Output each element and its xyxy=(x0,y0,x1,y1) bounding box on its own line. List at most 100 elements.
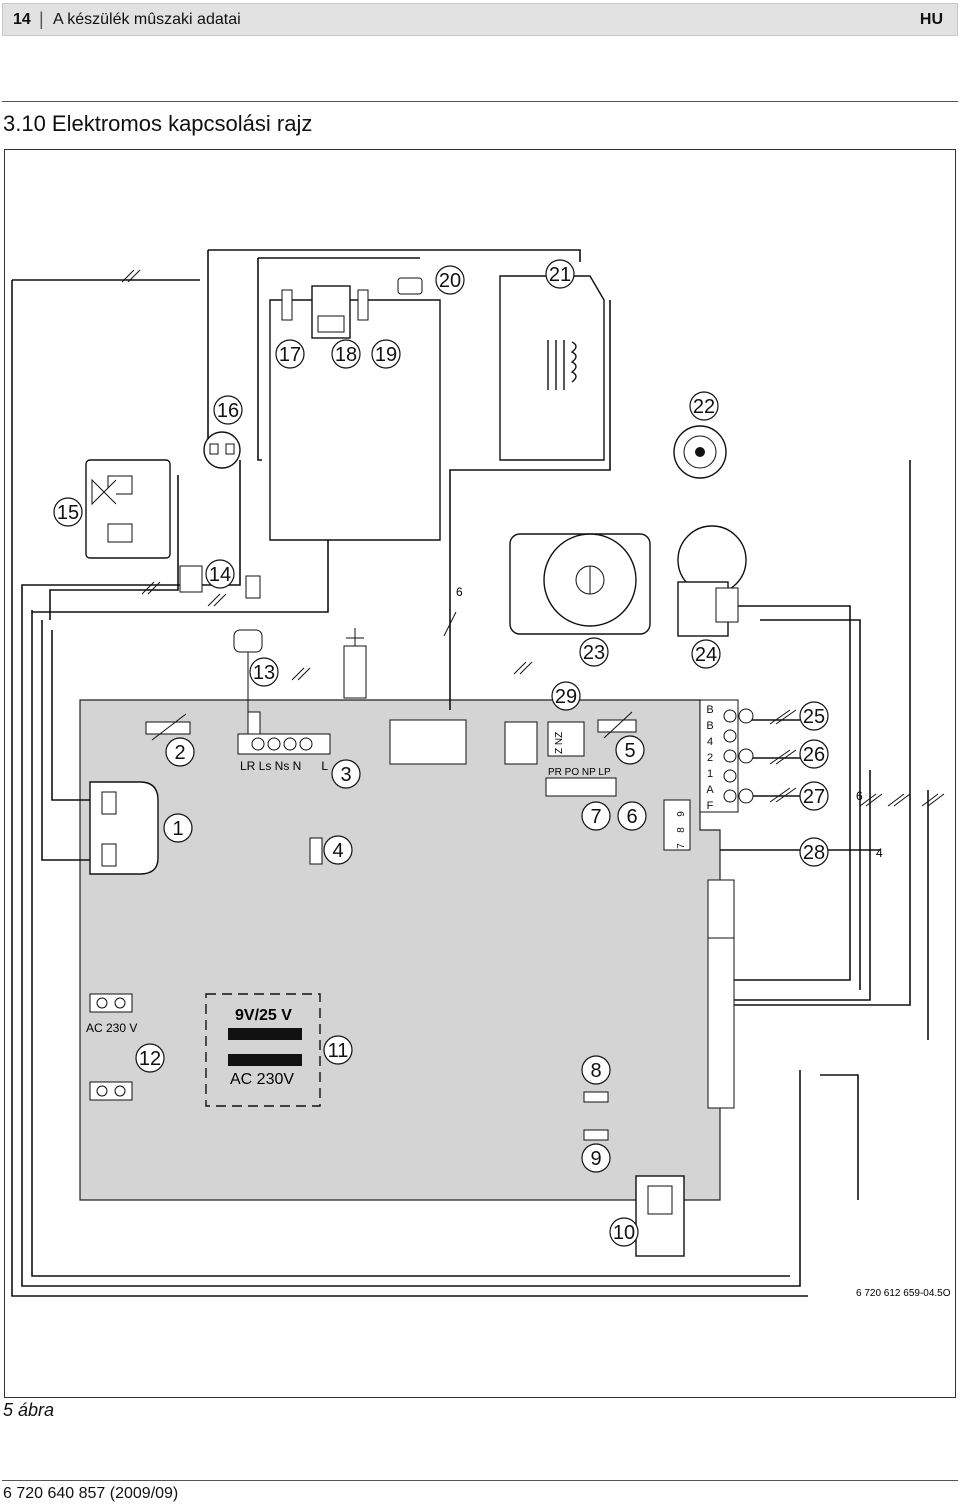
callout-25 xyxy=(799,701,829,731)
sensor-16 xyxy=(203,431,241,469)
nz-terminal xyxy=(547,721,585,757)
callout-label: 29 xyxy=(555,686,577,708)
transformer-secondary-label: 9V/25 V xyxy=(235,1007,292,1024)
pump-terminal-strip xyxy=(545,777,617,797)
callout-label: 1 xyxy=(172,818,183,840)
valve-housing xyxy=(269,299,441,541)
callout-label: 24 xyxy=(695,644,717,666)
callout-20 xyxy=(435,265,465,295)
power-connector-label: LR Ls Ns N L xyxy=(240,759,328,773)
callout-label: 4 xyxy=(332,840,343,862)
mains-connector xyxy=(89,993,133,1013)
wire-count: 4 xyxy=(876,846,883,860)
header-title: A készülék mûszaki adatai xyxy=(53,11,241,28)
terminal-label: 4 xyxy=(707,736,713,748)
frame-wires xyxy=(11,249,929,1297)
callout-label: 20 xyxy=(439,270,461,292)
callout-1 xyxy=(163,813,193,843)
callout-21 xyxy=(545,259,575,289)
terminal-label: 1 xyxy=(707,768,713,780)
callout-14 xyxy=(205,559,235,589)
callout-label: 27 xyxy=(803,786,825,808)
edge-connector xyxy=(707,879,735,941)
transformer-11 xyxy=(205,993,321,1107)
callout-16 xyxy=(213,395,243,425)
callout-28 xyxy=(799,837,829,867)
callout-3 xyxy=(331,759,361,789)
callout-22 xyxy=(689,391,719,421)
callout-label: 9 xyxy=(590,1148,601,1170)
callout-label: 25 xyxy=(803,706,825,728)
sensor-14 xyxy=(179,565,203,593)
sensor-17 xyxy=(281,289,293,321)
callout-29 xyxy=(551,681,581,711)
connector-20 xyxy=(397,277,423,295)
callout-label: 10 xyxy=(613,1222,635,1244)
page-number: 14 xyxy=(13,11,31,28)
earth-terminal xyxy=(343,645,367,699)
callout-label: 6 xyxy=(626,806,637,828)
bottom-rule xyxy=(2,1480,958,1481)
callout-label: 7 xyxy=(590,806,601,828)
language-code: HU xyxy=(919,11,943,28)
section-heading: 3.10 Elektromos kapcsolási rajz xyxy=(3,111,313,136)
callout-label: 22 xyxy=(693,396,715,418)
callout-label: 16 xyxy=(217,400,239,422)
callout-2 xyxy=(165,737,195,767)
callout-label: 13 xyxy=(253,662,275,684)
header-separator: | xyxy=(39,9,44,29)
top-rule xyxy=(2,101,958,102)
callout-7 xyxy=(581,801,611,831)
callout-26 xyxy=(799,739,829,769)
callout-19 xyxy=(371,339,401,369)
display-1 xyxy=(89,781,159,875)
terminal-label: B xyxy=(706,704,713,716)
pump-terminal-label: PR PO NP LP xyxy=(548,767,611,778)
callout-label: 11 xyxy=(328,1040,349,1062)
figure-caption: 5 ábra xyxy=(3,1400,55,1420)
callout-8 xyxy=(581,1055,611,1085)
nz-terminal-label: Z NZ xyxy=(554,732,565,754)
callout-24 xyxy=(691,639,721,669)
gas-valve-15 xyxy=(85,459,171,559)
callout-13 xyxy=(249,657,279,687)
terminal-label: B xyxy=(706,720,713,732)
callout-label: 18 xyxy=(335,344,357,366)
wire-count: 6 xyxy=(856,789,863,803)
callout-17 xyxy=(275,339,305,369)
callout-18 xyxy=(331,339,361,369)
small-connector-label: 9 xyxy=(676,811,687,817)
document-number: 6 720 640 857 (2009/09) xyxy=(3,1485,179,1502)
fuse-8 xyxy=(583,1091,609,1103)
connector-block xyxy=(389,719,467,765)
callout-9 xyxy=(581,1143,611,1173)
mains-voltage-label: AC 230 V xyxy=(86,1021,137,1035)
page-header: 14 | A készülék mûszaki adatai HU xyxy=(2,3,958,36)
callout-label: 15 xyxy=(57,502,79,524)
plug-13 xyxy=(233,629,263,653)
small-connector-label: 8 xyxy=(676,827,687,833)
callout-label: 26 xyxy=(803,744,825,766)
terminal-label: 2 xyxy=(707,752,713,764)
callout-label: 2 xyxy=(174,742,185,764)
callout-label: 14 xyxy=(209,564,231,586)
small-connector-label: 7 xyxy=(676,843,687,849)
callout-label: 8 xyxy=(590,1060,601,1082)
callout-10 xyxy=(609,1217,639,1247)
fuse-9 xyxy=(583,1129,609,1141)
terminal-label: F xyxy=(707,800,714,812)
callout-label: 19 xyxy=(375,344,397,366)
ignition-unit-21 xyxy=(499,275,605,461)
callout-23 xyxy=(579,637,609,667)
edge-connector-long xyxy=(707,937,735,1109)
callout-15 xyxy=(53,497,83,527)
callout-27 xyxy=(799,781,829,811)
figure-code: 6 720 612 659-04.5O xyxy=(856,1288,951,1299)
sensor-19 xyxy=(357,289,369,321)
small-connector xyxy=(663,799,691,851)
control-board xyxy=(79,699,721,1201)
callout-label: 12 xyxy=(139,1048,161,1070)
connector-small xyxy=(504,721,538,765)
callout-12 xyxy=(135,1043,165,1073)
